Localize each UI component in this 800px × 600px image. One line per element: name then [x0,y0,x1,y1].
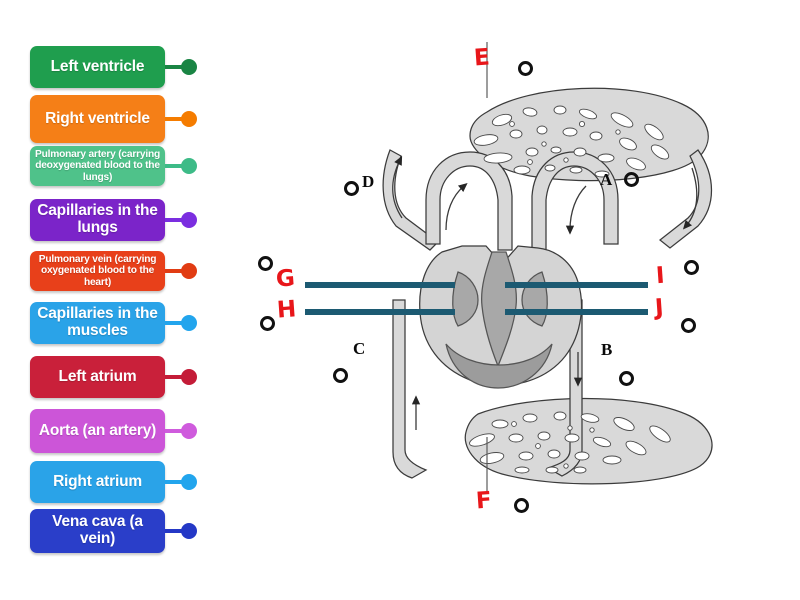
label-stem [165,321,182,325]
marker-letter-c: C [353,339,366,358]
draggable-label[interactable]: Left ventricle [30,46,165,88]
label-stem [165,117,182,121]
label-row[interactable]: Right ventricle [30,95,197,143]
label-row[interactable]: Right atrium [30,461,197,503]
label-stem [165,375,182,379]
answer-slot-f[interactable] [514,498,529,513]
draggable-label[interactable]: Capillaries in the muscles [30,302,165,344]
label-row[interactable]: Capillaries in the lungs [30,199,197,241]
answer-slot-e[interactable] [518,61,533,76]
label-handle-dot[interactable] [181,111,197,127]
label-stem [165,429,182,433]
label-handle-dot[interactable] [181,158,197,174]
label-stem [165,65,182,69]
draggable-label[interactable]: Right atrium [30,461,165,503]
marker-letter-b: B [601,340,613,359]
label-row[interactable]: Pulmonary vein (carrying oxygenated bloo… [30,251,197,291]
vessel-right-upper [658,149,713,249]
marker-letter-f: F [475,487,493,515]
label-stem [165,164,182,168]
diagram-svg [305,42,713,492]
vessel-left-upper [382,149,439,251]
marker-letter-e: E [473,44,491,72]
marker-letter-j: J [654,294,665,322]
muscle-capillary-bed [464,397,713,485]
label-row[interactable]: Vena cava (a vein) [30,509,197,553]
label-row[interactable]: Capillaries in the muscles [30,302,197,344]
label-row[interactable]: Left ventricle [30,46,197,88]
capillary-speckles [469,105,671,474]
label-handle-dot[interactable] [181,474,197,490]
heart-valve-left [452,271,479,327]
draggable-label[interactable]: Capillaries in the lungs [30,199,165,241]
marker-letter-a: A [600,170,613,189]
label-stem [165,529,182,533]
pointer-bars [305,282,648,315]
draggable-label[interactable]: Vena cava (a vein) [30,509,165,553]
heart-apex [445,343,553,389]
answer-slot-g[interactable] [258,256,273,271]
label-handle-dot[interactable] [181,59,197,75]
answer-slot-c[interactable] [333,368,348,383]
draggable-label[interactable]: Pulmonary artery (carrying deoxygenated … [30,146,165,186]
label-row[interactable]: Left atrium [30,356,197,398]
draggable-label[interactable]: Aorta (an artery) [30,409,165,453]
label-handle-dot[interactable] [181,212,197,228]
draggable-label[interactable]: Left atrium [30,356,165,398]
marker-letter-h: H [276,296,298,324]
label-handle-dot[interactable] [181,263,197,279]
answer-slot-j[interactable] [681,318,696,333]
label-stem [165,480,182,484]
pulmonary-arch-right [531,151,619,251]
label-stem [165,269,182,273]
draggable-label[interactable]: Right ventricle [30,95,165,143]
answer-slot-h[interactable] [260,316,275,331]
label-handle-dot[interactable] [181,523,197,539]
marker-letter-g: G [275,265,296,293]
flow-arrows [392,155,698,430]
answer-slot-d[interactable] [344,181,359,196]
label-stem [165,218,182,222]
label-row[interactable]: Pulmonary artery (carrying deoxygenated … [30,146,197,186]
vessel-left-lower [392,299,428,479]
answer-slot-i[interactable] [684,260,699,275]
label-handle-dot[interactable] [181,423,197,439]
marker-letter-d: D [362,172,375,191]
pulmonary-arch-left [425,151,513,251]
draggable-label[interactable]: Pulmonary vein (carrying oxygenated bloo… [30,251,165,291]
answer-slot-b[interactable] [619,371,634,386]
label-row[interactable]: Aorta (an artery) [30,409,197,453]
label-handle-dot[interactable] [181,369,197,385]
marker-letter-i: I [655,262,666,290]
label-handle-dot[interactable] [181,315,197,331]
answer-slot-a[interactable] [624,172,639,187]
